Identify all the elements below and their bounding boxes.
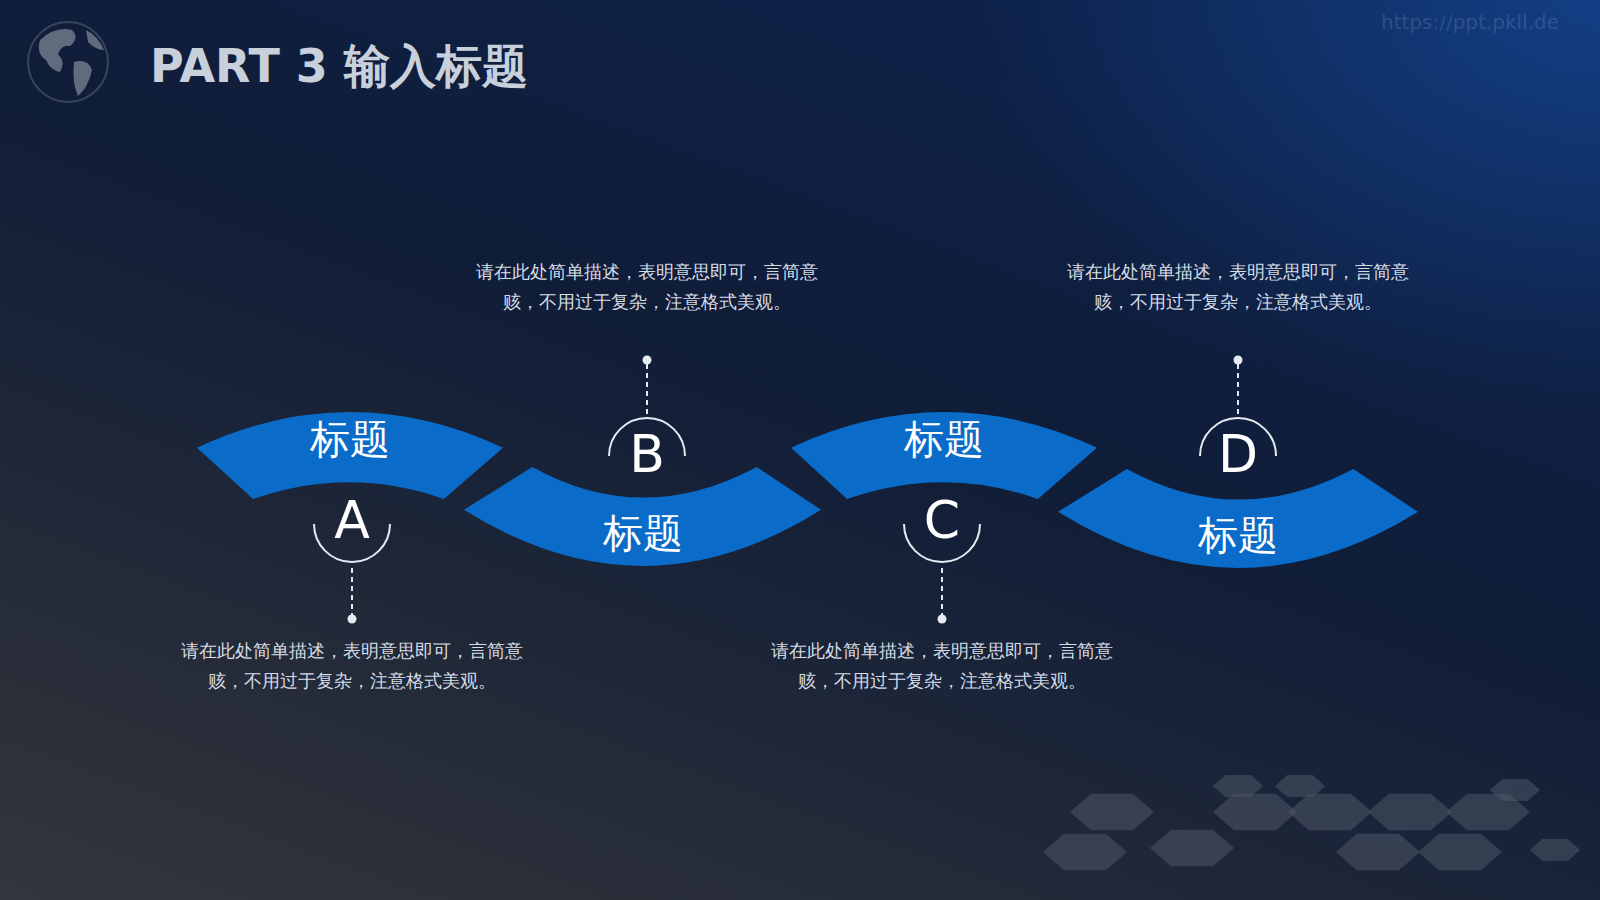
hexagon <box>1530 839 1580 861</box>
hexagon <box>1418 834 1502 870</box>
band-title: 标题 <box>1058 513 1418 557</box>
hexagon <box>1368 794 1452 830</box>
hexagon <box>1213 794 1297 830</box>
band-fill <box>464 467 821 566</box>
band-fill <box>791 412 1097 499</box>
arc-band: 标题 <box>1058 469 1418 569</box>
arc-band: 标题 <box>197 411 503 500</box>
section-letter: C <box>902 494 982 546</box>
globe-icon <box>28 22 108 102</box>
band-title: 标题 <box>464 511 821 555</box>
hexagon <box>1275 775 1325 797</box>
hexagon-decoration <box>1043 775 1580 870</box>
section-letter: A <box>312 494 392 546</box>
description: 请在此处简单描述，表明意思即可，言简意 赅，不用过于复杂，注意格式美观。 <box>764 636 1120 696</box>
watermark: https://ppt.pkll.de <box>1381 10 1559 34</box>
band-title: 标题 <box>197 417 503 461</box>
band-fill <box>1058 469 1418 568</box>
hexagon <box>1288 794 1372 830</box>
arc-band: 标题 <box>464 467 821 567</box>
description: 请在此处简单描述，表明意思即可，言简意 赅，不用过于复杂，注意格式美观。 <box>1060 257 1416 317</box>
section-letter: D <box>1198 428 1278 480</box>
hexagon <box>1043 834 1127 870</box>
hexagon <box>1336 834 1420 870</box>
section-letter: B <box>607 428 687 480</box>
band-fill <box>197 412 503 499</box>
hexagon <box>1070 794 1154 830</box>
hexagon <box>1150 830 1234 866</box>
page-title: PART 3 输入标题 <box>150 36 528 98</box>
band-title: 标题 <box>791 417 1097 461</box>
hexagon <box>1213 775 1263 797</box>
description: 请在此处简单描述，表明意思即可，言简意 赅，不用过于复杂，注意格式美观。 <box>174 636 530 696</box>
arc-band: 标题 <box>791 411 1097 500</box>
description: 请在此处简单描述，表明意思即可，言简意 赅，不用过于复杂，注意格式美观。 <box>469 257 825 317</box>
hexagon <box>1490 779 1540 801</box>
